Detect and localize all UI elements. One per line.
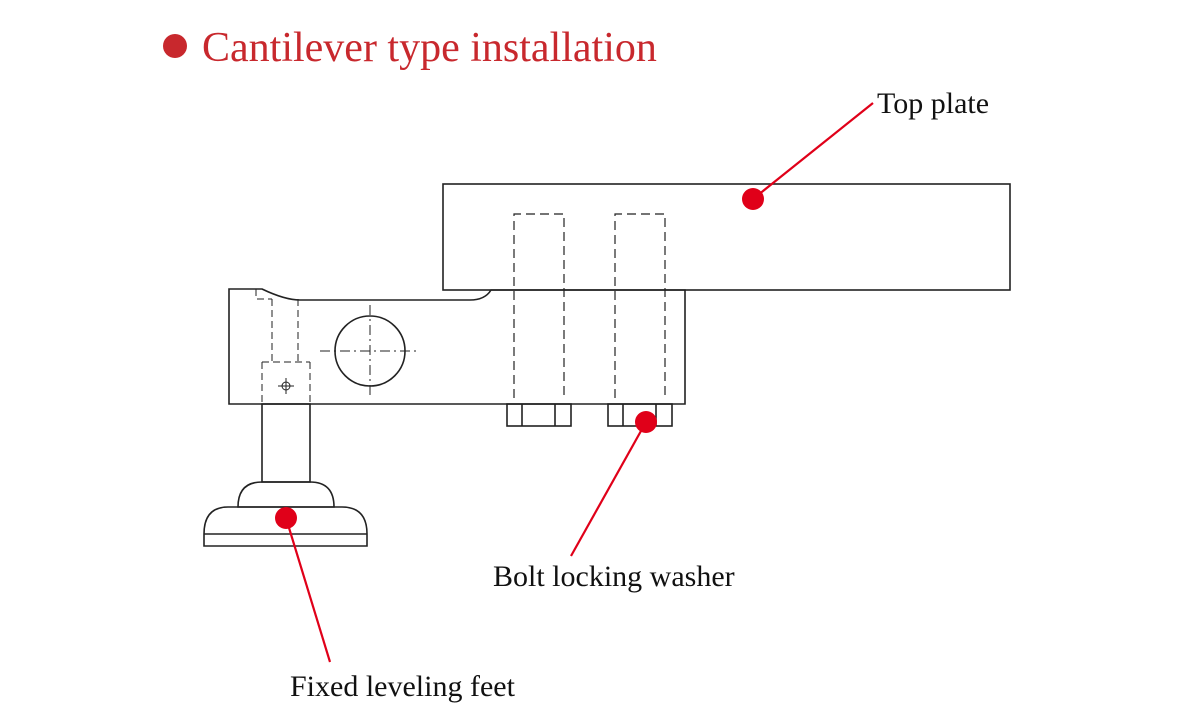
marker-bolt-washer	[635, 411, 657, 433]
leveling-foot-stem	[261, 403, 311, 483]
hidden-bolt-left	[513, 213, 565, 398]
pin-mark	[278, 378, 294, 394]
hidden-stud	[255, 289, 311, 404]
label-top-plate: Top plate	[877, 87, 989, 120]
hidden-bolt-right	[614, 213, 666, 398]
marker-leveling-feet	[275, 507, 297, 529]
bolt-head-left	[506, 403, 572, 427]
title-bullet	[163, 34, 187, 58]
load-cell-body	[228, 288, 686, 405]
label-bolt-washer: Bolt locking washer	[493, 560, 735, 593]
marker-top-plate	[742, 188, 764, 210]
top-plate	[442, 183, 1011, 291]
leader-bolt-washer	[570, 421, 647, 557]
leveling-foot-dome	[237, 481, 335, 508]
label-leveling-feet: Fixed leveling feet	[290, 670, 516, 703]
leader-leveling-feet	[284, 517, 332, 663]
diagram-title: Cantilever type installation	[202, 25, 657, 71]
leader-top-plate	[752, 102, 874, 200]
hole-centerlines	[320, 305, 420, 396]
